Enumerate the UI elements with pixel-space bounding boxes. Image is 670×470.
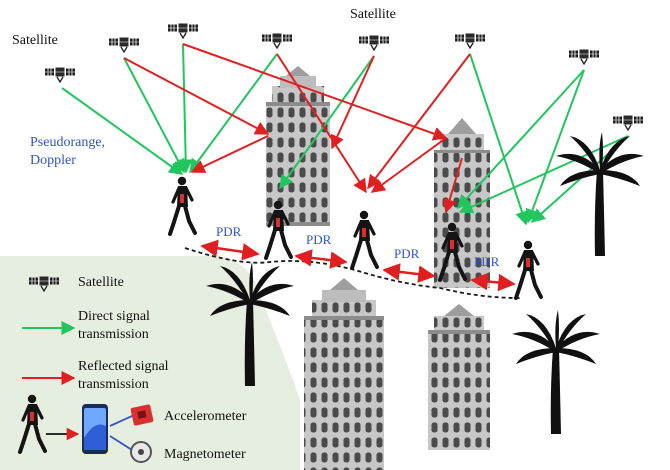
pdr-label: PDR [216, 224, 242, 239]
satellite-icon [568, 48, 600, 65]
building-front-center [304, 278, 384, 470]
accelerometer-icon [130, 404, 154, 426]
measurement-label: Doppler [30, 153, 76, 168]
satellite-icon [108, 36, 140, 53]
sensor-arrow [109, 435, 133, 451]
legend-direct-label: transmission [78, 327, 149, 342]
legend-accelerometer-label: Accelerometer [164, 409, 247, 424]
smartphone-icon [82, 404, 108, 454]
reflected-signal-rays [123, 43, 471, 214]
sensor-arrow [109, 415, 133, 427]
legend-reflected-label: transmission [78, 377, 149, 392]
pedestrian-icon [168, 174, 197, 236]
satellite-icon [261, 32, 293, 49]
pdr-label: PDR [306, 232, 332, 247]
pdr-label: PDR [394, 246, 420, 261]
satellite-icon [44, 66, 76, 83]
direct-signal-rays [61, 43, 629, 226]
pdr-label: PDR [474, 254, 500, 269]
palm-tree-icon [512, 310, 600, 434]
satellite-icon [454, 32, 486, 49]
measurement-label: Pseudorange, [30, 135, 105, 150]
satellite-icon [612, 114, 644, 131]
building-tall-right [434, 118, 490, 288]
magnetometer-icon [130, 441, 152, 463]
satellite-label: Satellite [350, 7, 396, 22]
legend-direct-label: Direct signal [78, 309, 150, 324]
legend-reflected-label: Reflected signal [78, 359, 169, 374]
pedestrian-icon [350, 208, 379, 270]
pdr-step-arrows [200, 239, 516, 292]
pedestrian-icon [514, 238, 543, 300]
palm-tree-icon [556, 132, 644, 256]
satellite-icon [167, 22, 199, 39]
pdr-trajectory [184, 247, 521, 299]
legend-magnetometer-label: Magnetometer [164, 447, 246, 462]
building-front-right [428, 304, 490, 450]
satellite-label: Satellite [12, 33, 58, 48]
legend-satellite-label: Satellite [78, 275, 124, 290]
satellite-icon [358, 34, 390, 51]
